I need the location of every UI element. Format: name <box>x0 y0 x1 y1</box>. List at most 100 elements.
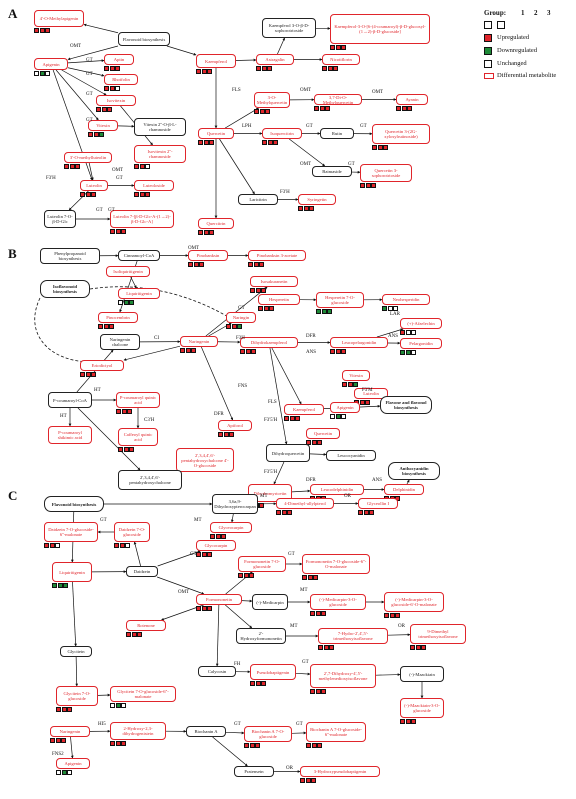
enzyme-label: OMT <box>70 44 82 49</box>
status-box-up <box>315 689 321 694</box>
status-box-up <box>85 192 91 197</box>
group-status-boxes <box>118 447 135 452</box>
group-status-boxes <box>198 140 215 145</box>
status-box-up <box>359 400 365 405</box>
group-status-boxes <box>44 543 61 548</box>
status-box-up <box>262 140 267 145</box>
status-box-up <box>121 741 127 746</box>
status-box-up <box>323 645 329 650</box>
status-box-up <box>39 28 45 33</box>
status-box-down <box>115 703 121 708</box>
status-box-up <box>61 707 67 712</box>
group-status-boxes <box>244 743 261 748</box>
enzyme-label: DFR <box>306 334 316 339</box>
status-box-up <box>85 372 91 377</box>
pathway-arrow <box>70 736 74 759</box>
node-b-flavone: Flavone and flavonol biosynthesis <box>380 396 432 414</box>
pathway-arrow <box>72 581 78 647</box>
status-box-up <box>263 306 269 311</box>
panel-label-c: C <box>8 488 18 503</box>
status-box-up <box>306 743 311 748</box>
status-box-up <box>298 206 303 211</box>
status-box-up <box>389 613 395 618</box>
legend-label-downregulated: Downregulated <box>497 47 538 54</box>
node-c-trimethoxy: 7-Hydro-2',4',5'-trimethoxyisoflavone <box>318 628 388 644</box>
pathway-arrow <box>67 67 105 77</box>
status-box-up <box>198 230 203 235</box>
status-box-up <box>137 632 143 637</box>
node-a-rhoifolin: Rhoifolin <box>104 74 138 85</box>
group-status-boxes <box>218 432 235 437</box>
group-status-boxes <box>250 288 267 293</box>
node-c-liquiritigenin: Liquiritigenin <box>52 562 92 582</box>
pathway-arrow <box>77 407 141 471</box>
pathway-arrow <box>75 656 79 687</box>
enzyme-label: CI <box>154 336 159 341</box>
status-box-down <box>52 583 57 588</box>
group-status-boxes <box>330 349 347 354</box>
node-c-maackiain-glc: (-)-Maackiain-3-O-glucoside <box>400 698 444 718</box>
status-box-up <box>34 28 39 33</box>
enzyme-label: ANS <box>306 350 317 355</box>
node-a-vitexin: Vitexin <box>88 120 118 131</box>
group-status-boxes <box>318 645 335 650</box>
status-box-up <box>259 262 265 267</box>
pathway-arrow <box>271 347 302 405</box>
group-status-boxes <box>52 583 69 588</box>
panel-label-b: B <box>8 246 17 261</box>
status-box-up <box>231 324 237 329</box>
legend-empty-swatch <box>497 21 505 29</box>
status-box-up <box>287 510 293 515</box>
node-b-pinobanksin: Pinobanksin <box>188 250 228 261</box>
status-box-up <box>229 432 235 437</box>
group-status-boxes <box>196 552 213 557</box>
status-box-unchanged <box>393 306 399 311</box>
node-c-medicarpin-mal: (-)-Medicarpin-3-O-glucoside-6'-O-malona… <box>384 592 444 612</box>
node-c-calycosin: Calycosin <box>198 666 236 677</box>
legend-swatch-downregulated <box>484 47 492 55</box>
status-box-up <box>196 552 201 557</box>
group-status-boxes <box>210 534 227 539</box>
group-status-boxes <box>276 510 293 515</box>
status-box-up <box>223 432 229 437</box>
status-box-up <box>327 66 333 71</box>
group-status-boxes <box>56 707 73 712</box>
node-a-methylluteolin: 3'-O-methylluteolin <box>64 152 112 163</box>
status-box-up <box>400 719 405 724</box>
status-box-up <box>248 262 253 267</box>
legend-group-3: 3 <box>547 9 551 17</box>
pathway-arrow <box>130 276 137 289</box>
status-box-up <box>139 192 145 197</box>
status-box-down <box>129 300 135 305</box>
group-status-boxes <box>302 575 319 580</box>
status-box-up <box>198 140 203 145</box>
status-box-up <box>295 416 301 421</box>
enzyme-label: OMT <box>112 168 124 173</box>
group-status-boxes <box>126 632 143 637</box>
status-box-up <box>119 543 125 548</box>
status-box-up <box>134 192 139 197</box>
pathway-arrow <box>133 541 141 567</box>
status-box-up <box>207 606 213 611</box>
status-box-up <box>360 183 365 188</box>
status-box-up <box>91 372 97 377</box>
group-status-boxes <box>198 230 215 235</box>
status-box-up <box>358 510 363 515</box>
node-a-kaemp-glc: Kaempferol 3-O-β-D-sophorotrioside <box>262 18 316 38</box>
status-box-unchanged <box>125 543 131 548</box>
status-box-up <box>256 66 261 71</box>
group-status-boxes <box>110 703 127 708</box>
pathway-arrow <box>205 286 268 337</box>
enzyme-label: GT <box>86 58 93 63</box>
panel-label-a: A <box>8 6 18 21</box>
enzyme-label: GT <box>302 660 309 665</box>
status-box-up <box>127 409 133 414</box>
group-status-boxes <box>196 69 213 74</box>
group-status-boxes <box>80 192 97 197</box>
status-box-unchanged <box>34 71 39 76</box>
node-a-vitexin-rham: Vitexin 2''-O-β-L-rhamnoside <box>134 118 186 136</box>
status-box-up <box>289 416 295 421</box>
status-box-up <box>330 349 335 354</box>
status-box-up <box>134 164 139 169</box>
